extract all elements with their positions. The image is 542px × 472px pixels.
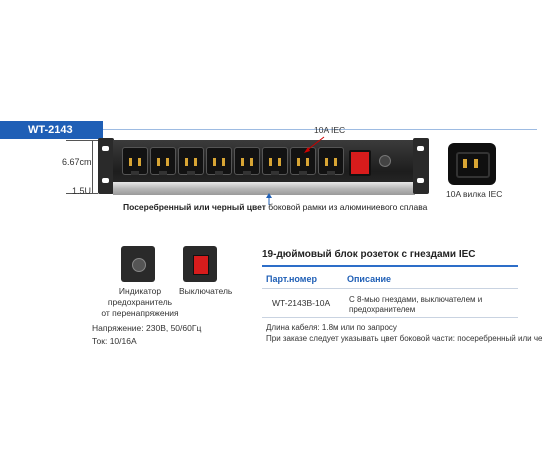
row-description-line-1: С 8-мью гнездами, выключателем и [349,295,483,304]
iec-socket-icon [290,147,316,175]
pdu-left-bracket [98,138,114,194]
dimension-height-label: 6.67cm [62,157,92,167]
iec-socket-icon [122,147,148,175]
model-banner: WT-2143 [0,121,103,139]
note-color-order: При заказе следует указывать цвет боково… [266,334,542,343]
iec-socket-icon [206,147,232,175]
iec-socket-icon [150,147,176,175]
fuse-indicator-photo [121,246,155,282]
row-description: С 8-мью гнездами, выключателем и предохр… [349,295,482,315]
iec-socket-icon [262,147,288,175]
header-description: Описание [347,274,392,284]
indicator-caption-line-2: предохранитель [107,297,173,307]
iec-plug-icon [448,143,496,185]
switch-photo [183,246,217,282]
row-part-number: WT-2143B-10A [272,298,331,308]
pdu-right-bracket [413,138,429,194]
iec-socket-icon [234,147,260,175]
note-cable-length: Длина кабеля: 1.8м или по запросу [266,323,397,332]
fuse-indicator-icon [379,155,391,167]
table-title-underline [262,265,518,267]
iec-plug-caption: 10A вилка IEC [446,189,503,199]
voltage-spec: Напряжение: 230В, 50/60Гц [92,323,202,333]
current-spec: Ток: 10/16A [92,336,137,346]
frame-caption-rest: боковой рамки из алюминиевого сплава [265,202,428,212]
row-description-line-2: предохранителем [349,305,416,314]
pdu-aluminum-frame [113,182,415,195]
header-divider [262,288,518,289]
switch-caption: Выключатель [179,286,233,296]
iec-socket-icon [318,147,344,175]
iec-socket-icon [178,147,204,175]
header-part-number: Парт.номер [266,274,317,284]
dimension-top-line [66,140,98,141]
callout-arrow-icon [302,136,326,154]
banner-divider [103,129,537,130]
indicator-caption: Индикатор предохранитель от перенапряжен… [100,286,180,319]
power-switch-icon [349,150,371,176]
dimension-units-label: 1.5U [72,186,92,196]
iec-socket-callout: 10A IEC [314,125,346,135]
dimension-bottom-line [66,193,98,194]
indicator-caption-line-1: Индикатор [118,286,162,296]
frame-arrow-icon [265,192,273,205]
row-divider [262,317,518,318]
frame-caption: Посеребренный или черный цвет боковой ра… [123,202,427,212]
indicator-caption-line-3: от перенапряжения [101,308,179,318]
dimension-vertical-line [92,140,93,194]
frame-caption-bold: Посеребренный или черный цвет [123,202,266,212]
table-title: 19-дюймовый блок розеток с гнездами IEC [262,249,476,260]
